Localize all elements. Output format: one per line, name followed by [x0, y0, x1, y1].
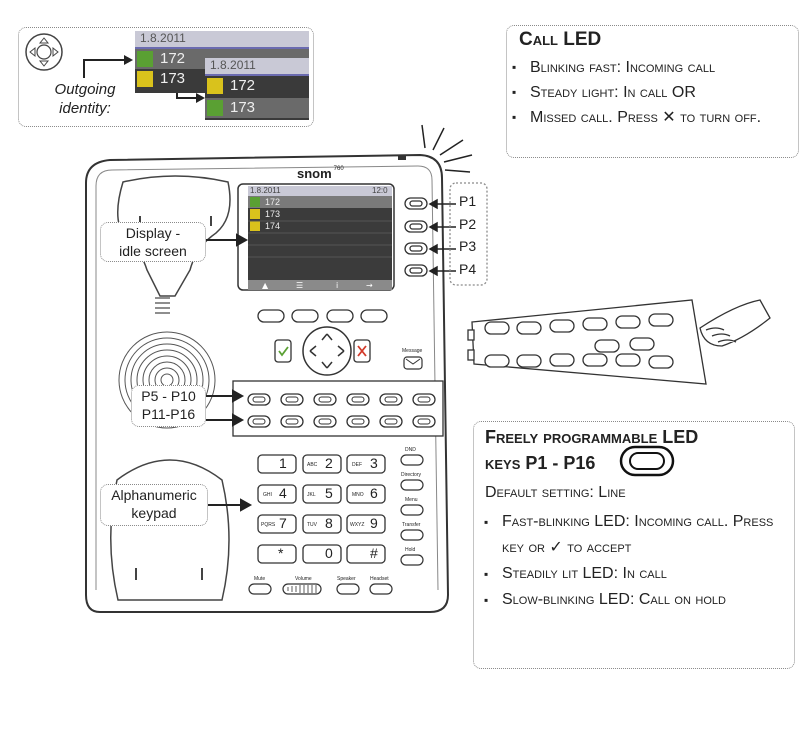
hold-key-label: Hold: [405, 547, 416, 553]
accept-key: [274, 339, 292, 363]
svg-text:☰: ☰: [296, 281, 303, 290]
display-callout-line-2: idle screen: [119, 243, 187, 259]
screen-a-date: 1.8.2011: [140, 31, 186, 45]
display-date: 1.8.2011: [250, 186, 281, 195]
screen-a-line-2: 173: [160, 70, 186, 87]
freely-title-line-1: Freely programmable LED: [485, 427, 699, 447]
model-number: 760: [333, 166, 344, 172]
call-led-title: Call LED: [519, 29, 602, 50]
keypad-callout-line-1: Alphanumeric: [111, 487, 197, 503]
speaker-key-label: Speaker: [337, 576, 356, 582]
directory-key-label: Directory: [401, 472, 422, 478]
freely-title-line-2: keys P1 - P16: [485, 453, 596, 473]
screen-b-line-2: 173: [230, 99, 256, 116]
screen-a-line-1: 172: [160, 50, 186, 67]
display-line-2: 173: [265, 209, 281, 219]
keypad-digit: *: [278, 545, 284, 561]
call-led-list: Blinking fast: Incoming call Steady ligh…: [512, 55, 796, 130]
mute-key-label: Mute: [254, 576, 266, 582]
keypad-letters: GHI: [263, 492, 272, 498]
display-line-1: 172: [265, 197, 281, 207]
keypad-digit: 9: [370, 515, 378, 531]
call-led-item: Missed call. Press ✕ to turn off.: [512, 105, 796, 130]
keypad-digit: 7: [279, 515, 287, 531]
call-led-panel: Call LED Blinking fast: Incoming call St…: [506, 25, 799, 158]
keypad-digit: 6: [370, 485, 378, 501]
keypad-letters: PQRS: [261, 522, 276, 528]
keypad-digit: 0: [325, 545, 333, 561]
keypad-letters: TUV: [307, 522, 317, 528]
display-callout: Display - idle screen: [100, 222, 206, 262]
display-line-3: 174: [265, 221, 281, 231]
freely-default-setting: Default setting: Line: [485, 484, 626, 501]
message-key-label: Message: [402, 348, 423, 354]
svg-text:→: →: [366, 281, 373, 290]
side-key-label-p3: P3: [459, 238, 477, 254]
keypad-digit: 5: [325, 485, 333, 501]
call-led-item: Blinking fast: Incoming call: [512, 55, 796, 80]
expansion-module-sketch: [467, 299, 771, 385]
freely-list: Fast-blinking LED: Incoming call. Press …: [484, 509, 774, 613]
keypad-letters: DEF: [352, 462, 362, 468]
p5-p10-label: P5 - P10: [141, 388, 196, 404]
dnd-key-label: DND: [405, 447, 416, 453]
outgoing-identity-label-line-2: identity:: [59, 100, 111, 117]
screen-b-line-1: 172: [230, 77, 256, 94]
keypad-digit: 8: [325, 515, 333, 531]
freely-item: Slow-blinking LED: Call on hold: [484, 587, 774, 613]
keypad-callout-line-2: keypad: [131, 505, 177, 521]
keypad-letters: MNO: [352, 492, 364, 498]
keypad-digit: #: [370, 545, 378, 561]
svg-text:i: i: [336, 281, 338, 290]
softkeys: [257, 309, 388, 323]
keypad-letters: ABC: [307, 462, 318, 468]
display-callout-line-1: Display -: [125, 225, 181, 241]
keypad-digit: 2: [325, 455, 333, 471]
side-key-label-p4: P4: [459, 261, 477, 277]
keypad-letters: JKL: [307, 492, 316, 498]
p5-p16-callout: P5 - P10 P11-P16: [131, 385, 206, 427]
navigation-key: [302, 326, 352, 376]
led-light-rays: [421, 124, 473, 173]
freely-item: Steadily lit LED: In call: [484, 561, 774, 587]
freely-item: Fast-blinking LED: Incoming call. Press …: [484, 509, 774, 561]
keypad-letters: WXYZ: [350, 522, 365, 528]
display-time: 12:0: [372, 186, 388, 195]
keypad-digit: 3: [370, 455, 378, 471]
svg-text:▲: ▲: [262, 281, 269, 290]
headset-key-label: Headset: [370, 576, 389, 582]
freely-programmable-panel: Freely programmable LED keys P1 - P16 De…: [473, 421, 795, 669]
keypad-digit: 1: [279, 455, 287, 471]
menu-key-label: Menu: [405, 497, 418, 503]
keypad-callout: Alphanumeric keypad: [100, 484, 208, 526]
outgoing-identity-label: Outgoing identity:: [30, 80, 140, 118]
outgoing-identity-label-line-1: Outgoing: [54, 81, 116, 98]
navigation-key-icon: [25, 33, 63, 71]
p11-p16-label: P11-P16: [141, 406, 196, 422]
brand-name: snom: [297, 166, 332, 181]
side-key-label-p2: P2: [459, 216, 477, 232]
keypad-keys: [257, 454, 386, 564]
side-key-label-p1: P1: [459, 193, 477, 209]
volume-key-label: Volume: [295, 576, 312, 582]
screen-b-date: 1.8.2011: [210, 58, 256, 72]
keypad-digit: 4: [279, 485, 287, 501]
transfer-key-label: Transfer: [402, 522, 421, 528]
call-led-item: Steady light: In call OR: [512, 80, 796, 105]
